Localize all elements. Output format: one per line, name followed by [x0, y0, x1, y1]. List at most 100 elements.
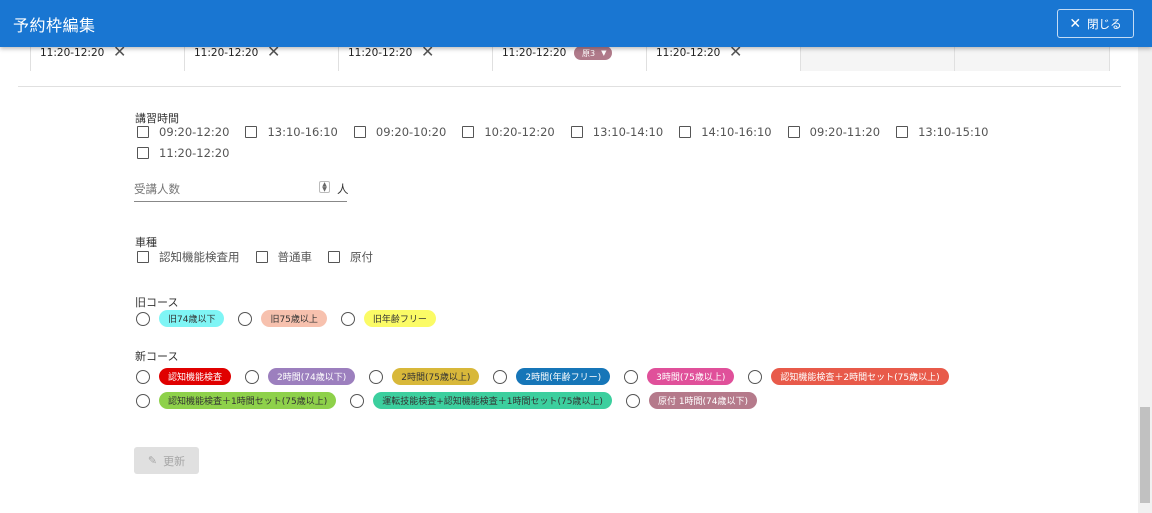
checkbox[interactable] [570, 126, 583, 138]
new-course-label: 新コース [135, 350, 179, 363]
checkbox-label: 09:20-12:20 [159, 125, 230, 139]
remove-slot-icon[interactable]: ✕ [421, 42, 435, 61]
radio-button[interactable] [493, 369, 508, 384]
remove-slot-icon[interactable]: ✕ [113, 42, 127, 61]
radio-button[interactable] [136, 393, 150, 408]
checkbox[interactable] [255, 251, 268, 263]
spinner-icon[interactable]: ▲▼ [319, 181, 330, 193]
course-pill: 2時間(75歳以上) [392, 368, 480, 385]
course-pill: 運転技能検査+認知機能検査＋1時間セット(75歳以上) [373, 392, 612, 409]
old-course-option[interactable]: 旧年齢フリー [340, 310, 436, 327]
lesson-time-option[interactable]: 13:10-14:10 [570, 125, 664, 139]
old-course-row: 旧74歳以下 旧75歳以上 旧年齢フリー [136, 310, 450, 327]
lesson-time-option[interactable]: 09:20-12:20 [137, 125, 229, 139]
update-button[interactable]: ✎ 更新 [134, 447, 199, 474]
scrollbar-thumb[interactable] [1140, 407, 1150, 503]
course-pill: 2時間(74歳以下) [268, 368, 356, 385]
remove-slot-icon[interactable]: ✕ [267, 42, 281, 61]
vehicle-option[interactable]: 認知機能検査用 [137, 249, 240, 265]
checkbox[interactable] [328, 251, 340, 263]
lesson-time-option[interactable]: 09:20-10:20 [353, 125, 447, 139]
checkbox[interactable] [353, 126, 366, 138]
checkbox-label: 13:10-15:10 [918, 125, 989, 139]
vehicle-row: 認知機能検査用 普通車原付 [137, 249, 389, 265]
lesson-time-option[interactable]: 10:20-12:20 [462, 125, 555, 139]
lesson-time-row-1: 09:20-12:20 13:10-16:10 09:20-10:20 10:20-1… [137, 125, 1005, 139]
checkbox[interactable] [787, 126, 800, 138]
checkbox-label: 11:20-12:20 [159, 146, 230, 160]
new-course-option[interactable]: 認知機能検査＋2時間セット(75歳以上) [748, 368, 949, 385]
checkbox[interactable] [679, 126, 692, 138]
close-button[interactable]: ✕ 閉じる [1057, 9, 1134, 38]
checkbox-label: 14:10-16:10 [701, 125, 772, 139]
checkbox-label: 認知機能検査用 [159, 250, 240, 264]
remove-slot-icon[interactable]: ✕ [729, 42, 743, 61]
radio-button[interactable] [625, 393, 640, 408]
chevron-down-icon: ▼ [601, 49, 607, 57]
slot-time: 11:20-12:20 [348, 47, 413, 59]
slot-time: 11:20-12:20 [40, 47, 105, 59]
lesson-time-label: 講習時間 [135, 112, 179, 125]
capacity-unit: 人 [337, 182, 349, 196]
checkbox[interactable] [137, 126, 149, 138]
lesson-time-option[interactable]: 13:10-16:10 [245, 125, 338, 139]
checkbox-label: 09:20-11:20 [809, 125, 881, 139]
checkbox[interactable] [462, 126, 475, 138]
capacity-field[interactable]: ▲▼ [134, 178, 347, 202]
page-title: 予約枠編集 [13, 16, 96, 35]
old-course-label: 旧コース [135, 296, 179, 309]
old-course-option[interactable]: 旧74歳以下 [136, 310, 225, 327]
radio-button[interactable] [350, 393, 365, 408]
scrollbar[interactable] [1138, 47, 1152, 513]
vehicle-label: 車種 [135, 236, 157, 249]
slot-time: 11:20-12:20 [502, 47, 567, 59]
new-course-option[interactable]: 2時間(年齢フリー) [493, 368, 611, 385]
slot-course-chip-label: 原3 [582, 48, 596, 58]
close-icon: ✕ [1069, 15, 1082, 32]
new-course-option[interactable]: 原付 1時間(74歳以下) [625, 392, 758, 409]
old-course-option[interactable]: 旧75歳以上 [238, 310, 327, 327]
slot-time: 11:20-12:20 [656, 47, 721, 59]
checkbox-label: 09:20-10:20 [375, 125, 447, 139]
checkbox[interactable] [896, 126, 909, 138]
new-course-row-1: 認知機能検査 2時間(74歳以下) 2時間(75歳以上) 2時間(年齢フリー) 3時間(… [136, 368, 963, 385]
lesson-time-option[interactable]: 09:20-11:20 [787, 125, 881, 139]
course-pill: 2時間(年齢フリー) [516, 368, 611, 385]
capacity-input[interactable] [134, 179, 314, 199]
radio-button[interactable] [136, 369, 150, 384]
course-pill: 認知機能検査 [159, 368, 232, 385]
close-button-label: 閉じる [1087, 16, 1122, 31]
radio-button[interactable] [136, 311, 150, 326]
course-pill: 旧74歳以下 [159, 310, 225, 327]
new-course-option[interactable]: 2時間(75歳以上) [369, 368, 480, 385]
radio-button[interactable] [340, 311, 355, 326]
new-course-option[interactable]: 運転技能検査+認知機能検査＋1時間セット(75歳以上) [350, 392, 612, 409]
checkbox-label: 13:10-16:10 [267, 125, 338, 139]
course-pill: 原付 1時間(74歳以下) [648, 392, 758, 409]
checkbox[interactable] [137, 251, 149, 263]
lesson-time-option[interactable]: 11:20-12:20 [137, 146, 229, 160]
vehicle-option[interactable]: 普通車 [255, 249, 312, 265]
vehicle-option[interactable]: 原付 [328, 249, 373, 265]
checkbox[interactable] [245, 126, 258, 138]
slot-course-chip[interactable]: 原3 ▼ [574, 46, 613, 60]
course-pill: 旧75歳以上 [261, 310, 327, 327]
course-pill: 旧年齢フリー [363, 310, 436, 327]
new-course-option[interactable]: 2時間(74歳以下) [245, 368, 356, 385]
new-course-option[interactable]: 3時間(75歳以上) [624, 368, 735, 385]
radio-button[interactable] [245, 369, 260, 384]
radio-button[interactable] [369, 369, 384, 384]
radio-button[interactable] [238, 311, 253, 326]
lesson-time-option[interactable]: 13:10-15:10 [896, 125, 989, 139]
new-course-option[interactable]: 認知機能検査 [136, 368, 232, 385]
update-button-label: 更新 [163, 454, 186, 468]
radio-button[interactable] [748, 369, 763, 384]
new-course-option[interactable]: 認知機能検査＋1時間セット(75歳以上) [136, 392, 337, 409]
checkbox[interactable] [137, 147, 149, 159]
checkbox-label: 13:10-14:10 [592, 125, 664, 139]
lesson-time-option[interactable]: 14:10-16:10 [679, 125, 772, 139]
divider [18, 86, 1121, 87]
course-pill: 認知機能検査＋2時間セット(75歳以上) [771, 368, 949, 385]
course-pill: 3時間(75歳以上) [647, 368, 735, 385]
radio-button[interactable] [624, 369, 639, 384]
